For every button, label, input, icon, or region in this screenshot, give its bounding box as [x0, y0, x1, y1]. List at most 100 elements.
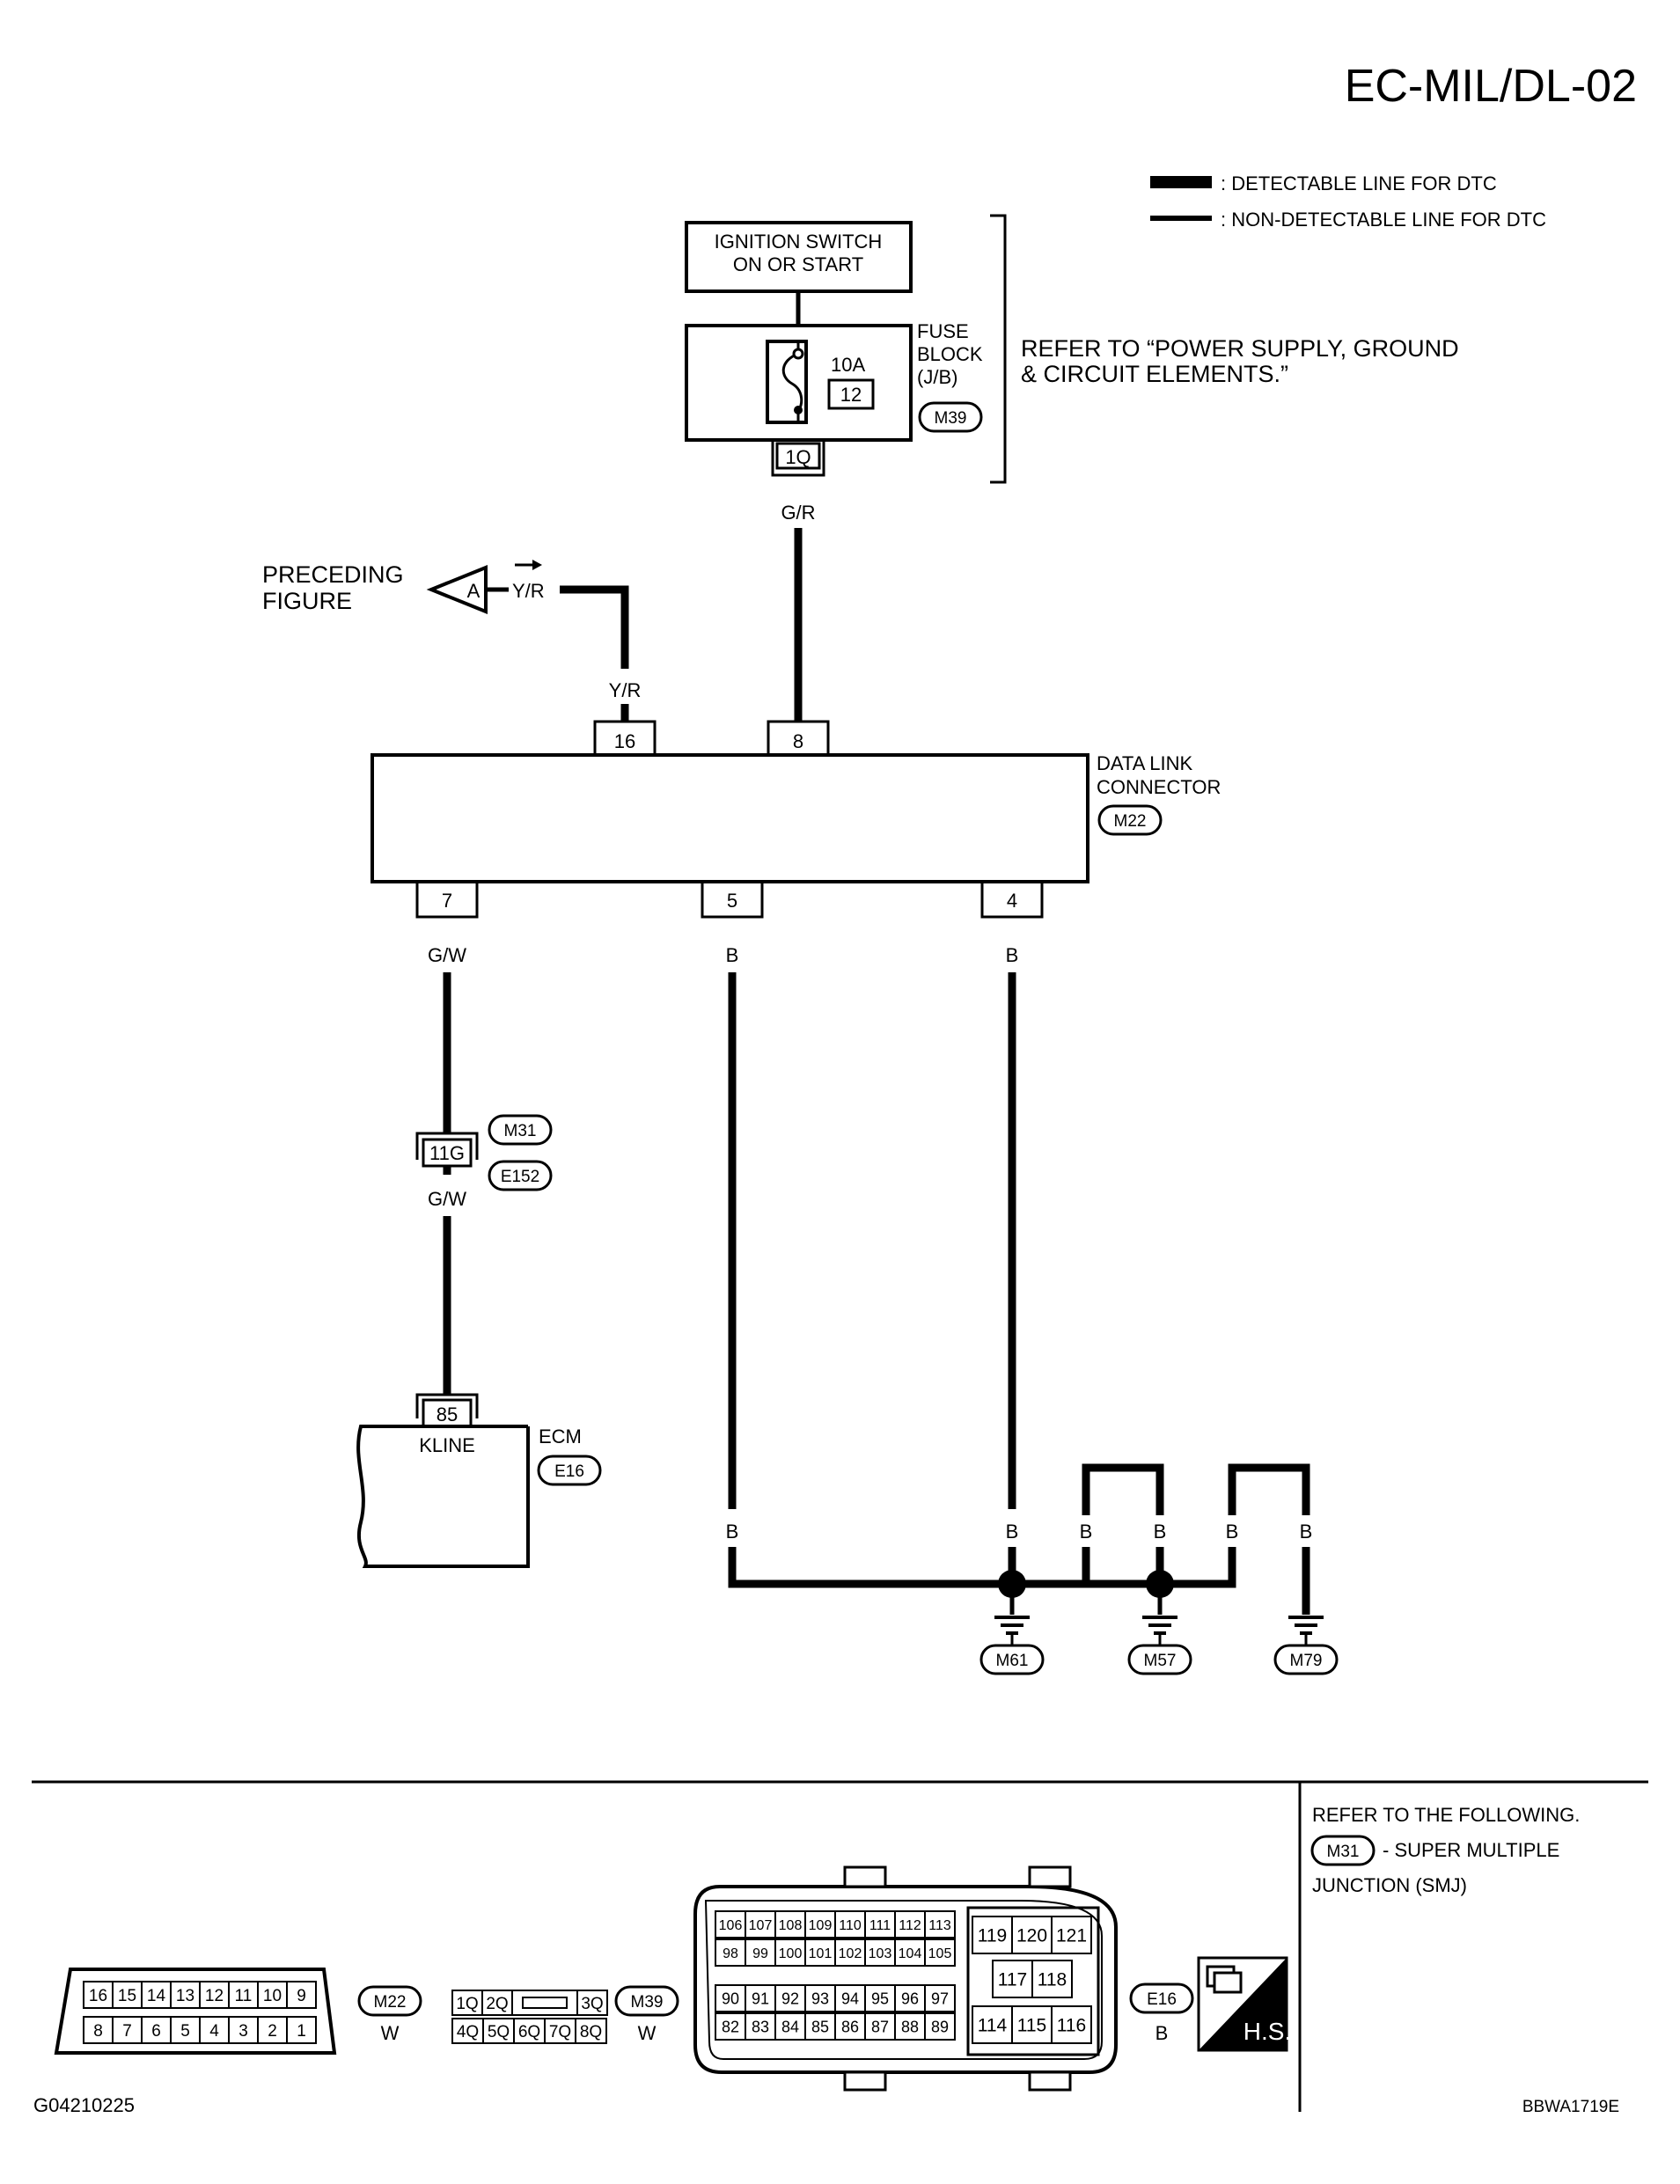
smj-terminal: 11G	[429, 1142, 465, 1164]
e16-r4-pin-label: 84	[781, 2018, 799, 2035]
e16-b2r2-cell	[992, 1960, 1033, 1998]
dlc-label-2: CONNECTOR	[1097, 776, 1221, 798]
footer-right: BBWA1719E	[1522, 2098, 1619, 2116]
preceding-symbol: A	[467, 580, 481, 602]
ground-m57: M57	[1144, 1652, 1177, 1670]
fuse-label-3: (J/B)	[917, 366, 957, 388]
m39-top-0-pin-label: 1Q	[456, 1995, 478, 2013]
e16-r2-pin-label: 103	[869, 1946, 892, 1961]
m39-bottom-pin-label: 5Q	[488, 2023, 510, 2041]
e16-r1-pin-label: 111	[869, 1918, 891, 1933]
m22-top-cell	[199, 1981, 230, 2009]
refer-following-connector: M31	[1327, 1843, 1360, 1861]
ground-icon-3	[1288, 1616, 1324, 1645]
m22-bottom-pin-label: 7	[122, 2022, 132, 2041]
fuse-terminal: 1Q	[785, 446, 811, 468]
m39-bottom-cell	[575, 2018, 607, 2044]
e16-r4-cell	[924, 2012, 956, 2041]
preceding-wire: Y/R	[512, 580, 545, 602]
ignition-switch: IGNITION SWITCH ON OR START	[685, 221, 913, 293]
e16-name: E16	[1147, 1990, 1177, 2009]
e16-r4-pin-label: 86	[841, 2018, 859, 2035]
ecm-connector: E16	[554, 1462, 584, 1481]
ecm: 85 KLINE ECM E16	[356, 1393, 602, 1568]
ground-m79: M79	[1290, 1652, 1323, 1670]
wire-b-pin5-ground	[728, 1547, 1012, 1588]
e16-r1-cell	[864, 1910, 896, 1938]
e16-b2r1-cell	[1051, 1916, 1092, 1954]
e16-r1-pin-label: 106	[719, 1918, 743, 1933]
m22-bottom-cell	[257, 2016, 288, 2044]
m22-name: M22	[374, 1993, 407, 2012]
non-detectable-line-swatch	[1150, 216, 1212, 221]
ground-wire-label-4: B	[1154, 1521, 1167, 1543]
e16-r3-pin-label: 93	[811, 1990, 829, 2007]
e16-r1-cell	[774, 1910, 806, 1938]
ground-icon-1	[994, 1616, 1030, 1645]
m22-bottom-pin-label: 6	[151, 2022, 161, 2041]
fuse-label-2: BLOCK	[917, 343, 983, 365]
smj-connector-top: M31	[504, 1122, 537, 1140]
m22-bottom-cell	[112, 2016, 143, 2044]
e16-r2-pin-label: 104	[899, 1946, 922, 1961]
ground-wire-label-3: B	[1080, 1521, 1093, 1543]
e16-r4-pin-label: 89	[931, 2018, 949, 2035]
e16-b2r1-pin-label: 121	[1056, 1926, 1087, 1946]
smj-connector: 11G M31 E152	[415, 1114, 553, 1191]
m39-bottom-pin-label: 7Q	[549, 2023, 571, 2041]
ecm-pin-name: KLINE	[419, 1434, 475, 1456]
e16-r3-pin-label: 96	[901, 1990, 919, 2007]
harness-side-badge: H.S.	[1197, 1956, 1291, 2052]
m22-top-pin-label: 15	[118, 1987, 136, 2005]
wire-y-r	[560, 585, 629, 669]
m22-top-pin-label: 14	[147, 1987, 166, 2005]
e16-r2-pin-label: 102	[839, 1946, 862, 1961]
ground-wire-label-2: B	[1006, 1521, 1019, 1543]
legend: : DETECTABLE LINE FOR DTC : NON-DETECTAB…	[1150, 172, 1546, 231]
e16-r2-cell	[894, 1938, 926, 1967]
m39-bottom-pin-label: 4Q	[457, 2023, 479, 2041]
jumper-2	[1228, 1463, 1310, 1515]
e16-r2-pin-label: 101	[809, 1946, 833, 1961]
e16-r1-pin-label: 112	[899, 1918, 921, 1933]
e16-r3-pin-label: 95	[871, 1990, 889, 2007]
m39-bottom-pin-label: 6Q	[518, 2023, 540, 2041]
detectable-line-swatch	[1150, 176, 1212, 188]
e16-b2r3-cell	[1011, 2005, 1053, 2044]
e16-b2r3-cell	[1051, 2005, 1092, 2044]
preceding-line1: PRECEDING	[262, 561, 404, 588]
e16-r2-cell	[834, 1938, 866, 1967]
e16-b2r1-pin-label: 120	[1016, 1926, 1047, 1946]
m39-bottom-cell	[544, 2018, 576, 2044]
e16-r4-pin-label: 85	[811, 2018, 829, 2035]
m22-bottom-cell	[228, 2016, 259, 2044]
m39-bottom-cell	[482, 2018, 515, 2044]
wire-label-pin7: G/W	[428, 944, 466, 966]
m39-top-2-cell	[576, 1990, 608, 2016]
e16-r1-cell	[804, 1910, 836, 1938]
fuse-holder	[766, 340, 808, 424]
m22-bottom-pin-label: 1	[297, 2022, 306, 2041]
ecm-label: ECM	[539, 1425, 582, 1447]
m22-bottom-cell	[83, 2016, 114, 2044]
dlc-pin-5: 5	[727, 890, 737, 912]
m22-top-cell	[141, 1981, 172, 2009]
m39-color: W	[638, 2022, 657, 2044]
refer-power-line1: REFER TO “POWER SUPPLY, GROUND	[1021, 335, 1459, 362]
refer-power-line2: & CIRCUIT ELEMENTS.”	[1021, 361, 1288, 387]
e16-b2r3-pin-label: 114	[978, 2016, 1008, 2036]
ground-wire-label-5: B	[1226, 1521, 1239, 1543]
m39-name: M39	[631, 1993, 664, 2012]
fuse-label-1: FUSE	[917, 320, 969, 342]
data-link-connector: 16 8 7 5 4 DATA LINK CONNECTOR M22	[370, 720, 1221, 919]
e16-r2-cell	[924, 1938, 956, 1967]
e16-r3-pin-label: 90	[722, 1990, 739, 2007]
e16-r2-pin-label: 98	[723, 1946, 738, 1961]
fuse-rating: 10A	[831, 354, 865, 376]
e16-b2r3-pin-label: 115	[1017, 2016, 1046, 2036]
jumper-1	[1082, 1463, 1164, 1515]
wire-label-g-r: G/R	[781, 502, 815, 524]
ignition-line2: ON OR START	[733, 253, 863, 275]
